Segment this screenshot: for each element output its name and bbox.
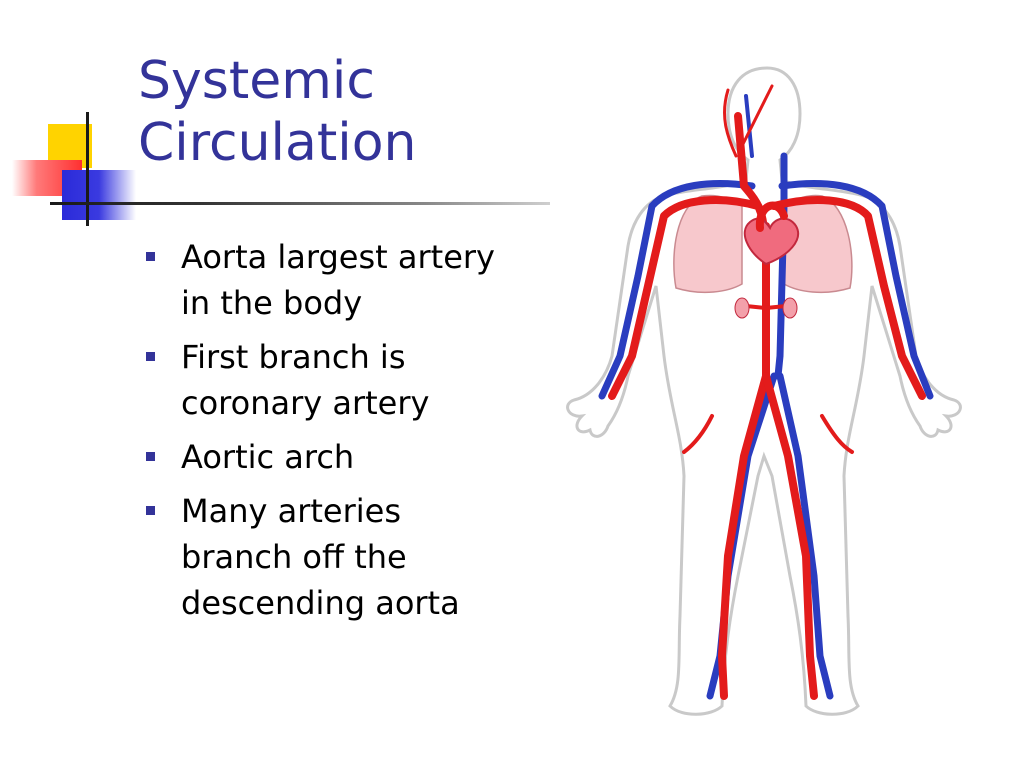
bullet-text-line: in the body [181,284,363,322]
square-bullet-icon [146,252,155,261]
title-line-2: Circulation [138,113,417,173]
bullet-text-line: Many arteries [181,492,402,530]
blue-gradient-bar [62,170,136,220]
title-line-1: Systemic [138,51,375,111]
square-bullet-icon [146,452,155,461]
title-underline-rule [50,202,550,205]
veins [598,94,934,700]
aortic-arch [755,201,788,232]
square-bullet-icon [146,506,155,515]
right-kidney [782,297,798,319]
bullet-item: Aortic arch [142,434,542,480]
bullet-item: First branch is coronary artery [142,334,542,426]
circulatory-system-illustration [566,66,962,716]
bullet-text-line: descending aorta [181,584,460,622]
bullet-item: Aorta largest artery in the body [142,234,542,326]
bullet-list: Aorta largest artery in the body First b… [142,234,542,634]
left-kidney [734,297,750,319]
square-bullet-icon [146,352,155,361]
decorative-corner-graphic [0,0,160,240]
bullet-text-line: coronary artery [181,384,430,422]
bullet-text-line: Aortic arch [181,438,355,476]
bullet-text-line: branch off the [181,538,407,576]
bullet-text-line: Aorta largest artery [181,238,495,276]
slide-title: Systemic Circulation [138,50,538,174]
vertical-rule [86,112,89,226]
bullet-text-line: First branch is [181,338,406,376]
bullet-item: Many arteries branch off the descending … [142,488,542,626]
